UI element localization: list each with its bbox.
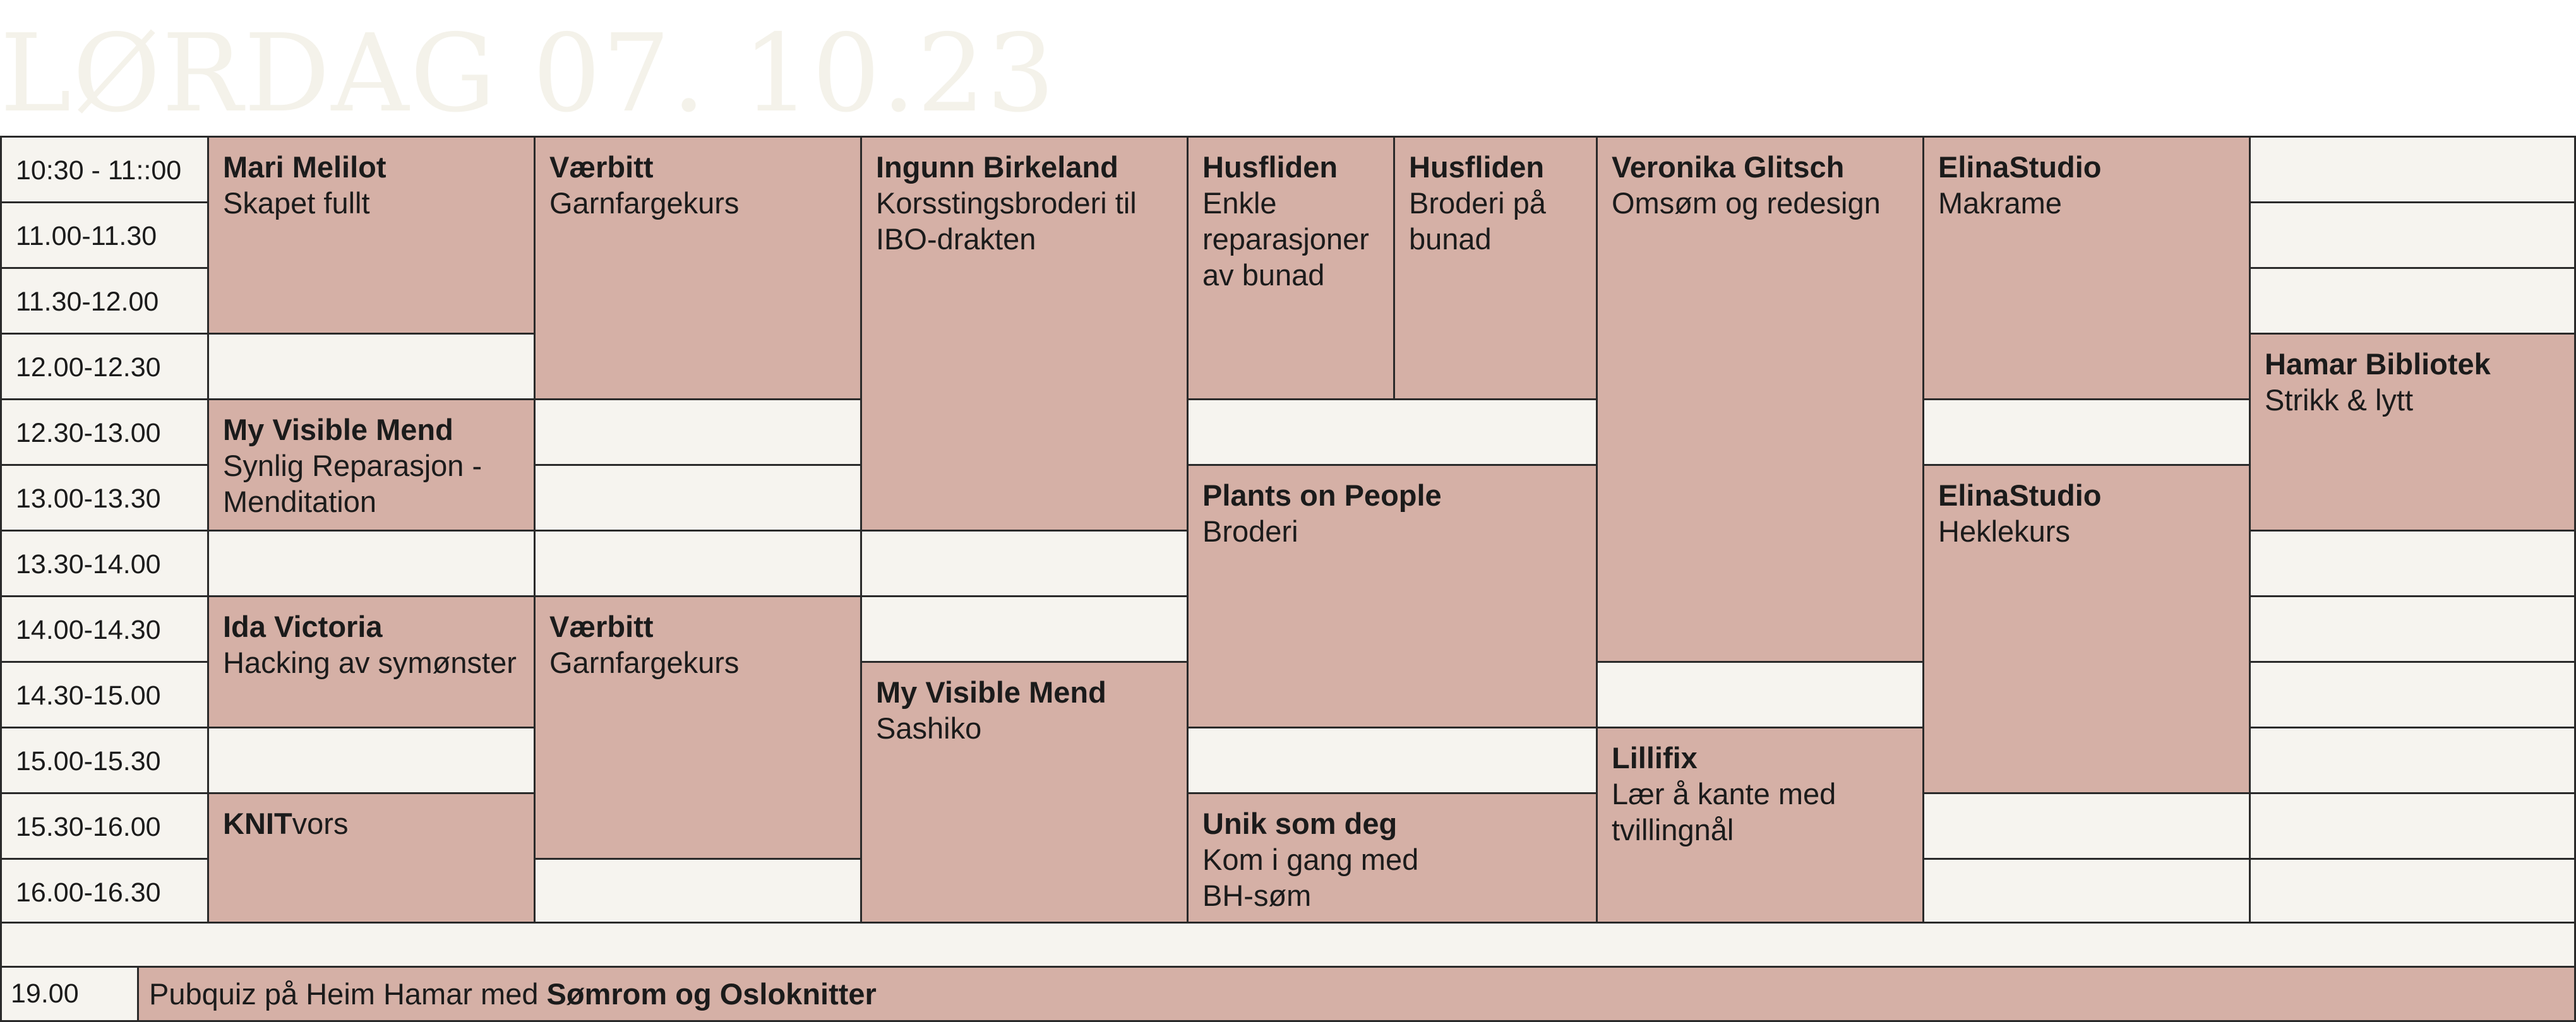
event-elinastudio-2: ElinaStudio Heklekurs	[1922, 464, 2251, 794]
event-title: Hacking av symønster	[223, 646, 517, 679]
empty-slot	[207, 333, 536, 400]
event-elinastudio-1: ElinaStudio Makrame	[1922, 136, 2251, 400]
event-title: Synlig Reparasjon - Menditation	[223, 449, 482, 518]
evening-event-hosts: Sømrom og Osloknitter	[546, 977, 877, 1011]
empty-slot	[207, 530, 536, 597]
event-organizer: Unik som deg	[1202, 807, 1398, 840]
event-knitvors: KNITvors	[207, 792, 536, 924]
empty-slot	[860, 595, 1189, 663]
event-organizer: Værbitt	[549, 610, 654, 643]
time-slot: 10:30 - 11::00	[0, 136, 209, 203]
time-slot: 13.30-14.00	[0, 530, 209, 597]
empty-slot	[2249, 530, 2576, 597]
evening-event: Pubquiz på Heim Hamar med Sømrom og Oslo…	[137, 966, 2576, 1022]
empty-slot	[534, 398, 862, 466]
empty-slot	[2249, 792, 2576, 860]
event-title: Heklekurs	[1938, 514, 2070, 548]
event-organizer: Ingunn Birkeland	[876, 150, 1118, 184]
empty-slot	[2249, 267, 2576, 335]
event-organizer: Mari Melilot	[223, 150, 386, 184]
event-lillifix: Lillifix Lær å kante med tvillingnål	[1596, 727, 1924, 924]
event-title: Korsstingsbroderi til IBO-drakten	[876, 186, 1137, 256]
event-organizer: Plants on People	[1202, 478, 1442, 512]
event-hamar-bibliotek: Hamar Bibliotek Strikk & lytt	[2249, 333, 2576, 532]
time-slot: 11.30-12.00	[0, 267, 209, 335]
event-organizer: My Visible Mend	[223, 413, 453, 446]
event-title: Omsøm og redesign	[1612, 186, 1881, 220]
event-organizer: My Visible Mend	[876, 675, 1106, 709]
empty-slot	[1187, 398, 1598, 466]
event-unik-som-deg: Unik som deg Kom i gang med BH-søm	[1187, 792, 1598, 924]
event-title: Skapet fullt	[223, 186, 370, 220]
evening-time: 19.00	[0, 966, 139, 1022]
event-organizer: Lillifix	[1612, 741, 1698, 775]
time-slot: 16.00-16.30	[0, 858, 209, 924]
event-title: Makrame	[1938, 186, 2062, 220]
evening-event-text: Pubquiz på Heim Hamar med	[149, 977, 547, 1011]
event-husfliden-1: Husfliden Enkle reparasjoner av bunad	[1187, 136, 1395, 400]
event-veronika-glitsch: Veronika Glitsch Omsøm og redesign	[1596, 136, 1924, 663]
spacer-row	[0, 922, 2576, 968]
event-title: vors	[292, 807, 349, 840]
event-organizer: ElinaStudio	[1938, 150, 2102, 184]
time-slot: 15.30-16.00	[0, 792, 209, 860]
event-organizer: Veronika Glitsch	[1612, 150, 1845, 184]
time-slot: 12.30-13.00	[0, 398, 209, 466]
event-organizer: KNIT	[223, 807, 292, 840]
event-organizer: Husfliden	[1409, 150, 1545, 184]
event-my-visible-mend-2: My Visible Mend Sashiko	[860, 661, 1189, 924]
empty-slot	[1922, 398, 2251, 466]
event-plants-on-people: Plants on People Broderi	[1187, 464, 1598, 728]
empty-slot	[860, 530, 1189, 597]
event-organizer: Hamar Bibliotek	[2265, 347, 2491, 381]
event-title: Kom i gang med BH-søm	[1202, 843, 1419, 912]
empty-slot	[207, 727, 536, 794]
empty-slot	[1922, 858, 2251, 924]
empty-slot	[2249, 136, 2576, 203]
event-mari-melilot: Mari Melilot Skapet fullt	[207, 136, 536, 335]
time-slot: 11.00-11.30	[0, 201, 209, 269]
empty-slot	[534, 464, 862, 532]
empty-slot	[2249, 595, 2576, 663]
event-vaerbitt-1: Værbitt Garnfargekurs	[534, 136, 862, 400]
event-title: Garnfargekurs	[549, 186, 740, 220]
event-vaerbitt-2: Værbitt Garnfargekurs	[534, 595, 862, 860]
event-organizer: Husfliden	[1202, 150, 1338, 184]
event-ida-victoria: Ida Victoria Hacking av symønster	[207, 595, 536, 728]
event-title: Lær å kante med tvillingnål	[1612, 777, 1836, 847]
empty-slot	[2249, 201, 2576, 269]
empty-slot	[534, 858, 862, 924]
event-husfliden-2: Husfliden Broderi på bunad	[1393, 136, 1598, 400]
empty-slot	[1596, 661, 1924, 728]
event-organizer: Værbitt	[549, 150, 654, 184]
time-slot: 12.00-12.30	[0, 333, 209, 400]
event-my-visible-mend-1: My Visible Mend Synlig Reparasjon - Mend…	[207, 398, 536, 532]
empty-slot	[534, 530, 862, 597]
empty-slot	[2249, 727, 2576, 794]
event-ingunn-birkeland: Ingunn Birkeland Korsstingsbroderi til I…	[860, 136, 1189, 532]
time-slot: 14.00-14.30	[0, 595, 209, 663]
event-title: Sashiko	[876, 711, 982, 745]
page-title: LØRDAG 07. 10.23	[0, 11, 1057, 136]
empty-slot	[2249, 858, 2576, 924]
event-title: Broderi på bunad	[1409, 186, 1546, 256]
event-organizer: ElinaStudio	[1938, 478, 2102, 512]
time-slot: 15.00-15.30	[0, 727, 209, 794]
time-slot: 14.30-15.00	[0, 661, 209, 728]
empty-slot	[1187, 727, 1598, 794]
event-organizer: Ida Victoria	[223, 610, 383, 643]
event-title: Enkle reparasjoner av bunad	[1202, 186, 1369, 292]
event-title: Broderi	[1202, 514, 1298, 548]
time-slot: 13.00-13.30	[0, 464, 209, 532]
empty-slot	[2249, 661, 2576, 728]
empty-slot	[1922, 792, 2251, 860]
event-title: Strikk & lytt	[2265, 383, 2414, 417]
event-title: Garnfargekurs	[549, 646, 740, 679]
